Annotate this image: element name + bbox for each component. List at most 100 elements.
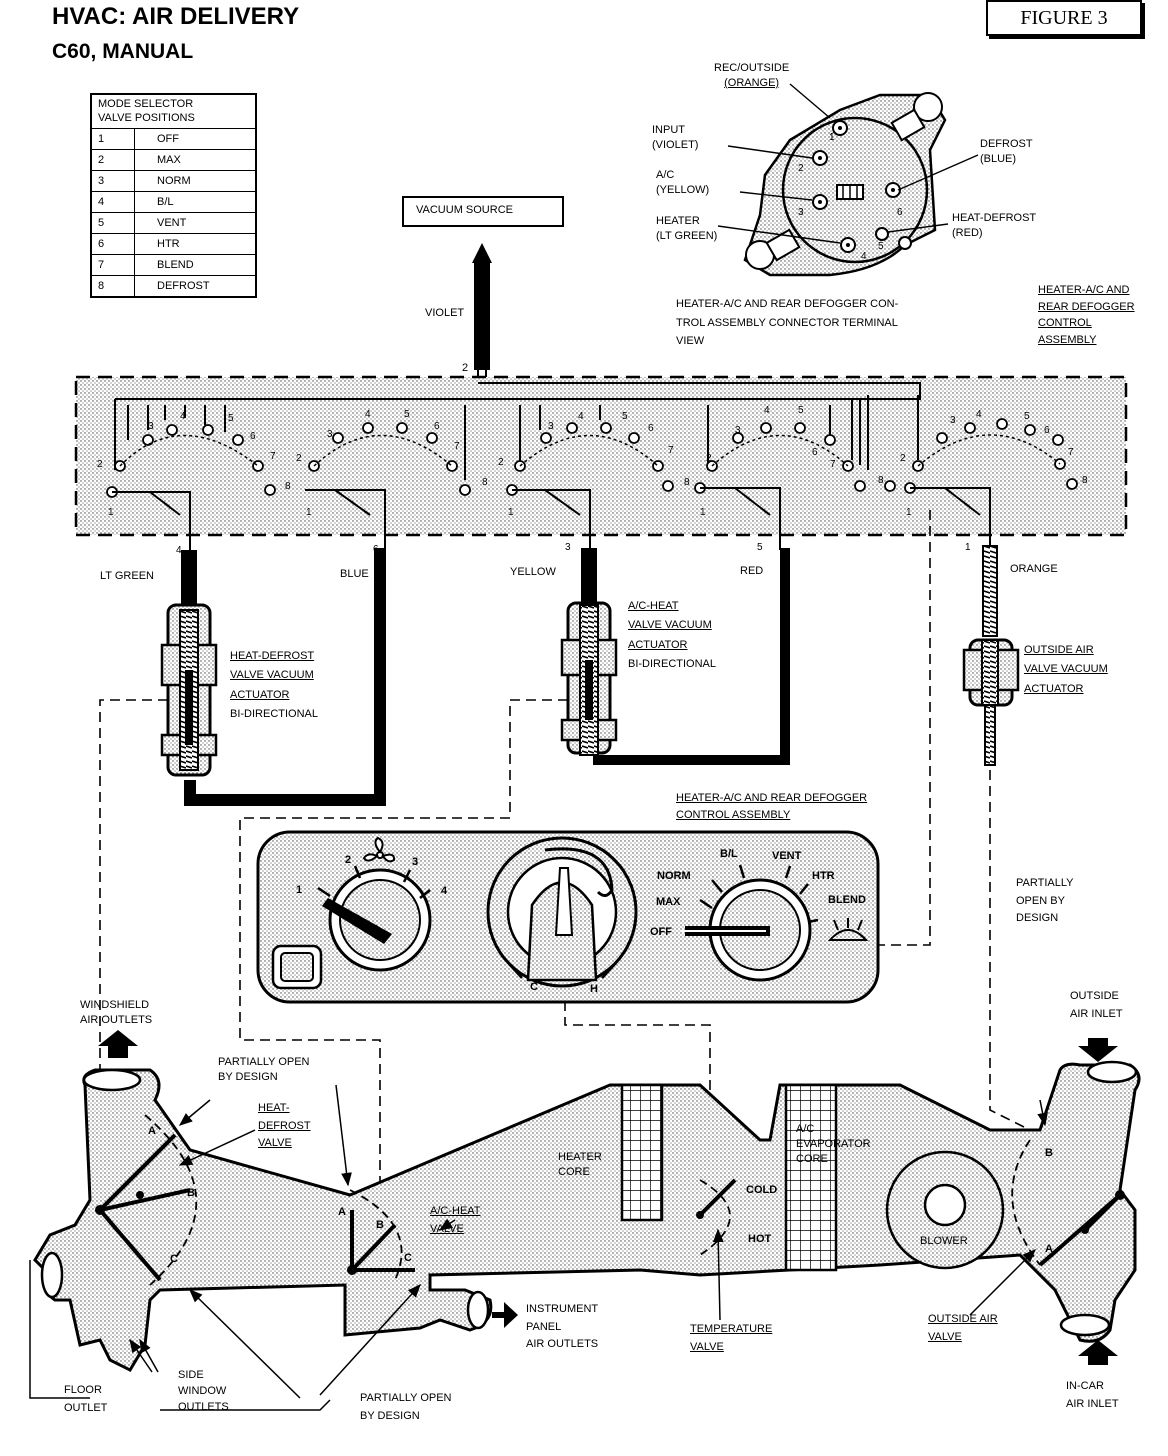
valve-number: 2	[706, 453, 712, 464]
mode-bl: B/L	[720, 848, 738, 860]
blower-label: BLOWER	[920, 1235, 968, 1247]
fan-position-3: 3	[412, 856, 419, 868]
valve-number: 7	[668, 445, 674, 456]
door-b-right: B	[1045, 1147, 1053, 1159]
mode-number: 4	[90, 190, 135, 213]
mode-vent: VENT	[772, 850, 802, 862]
fan-position-1: 1	[296, 884, 303, 896]
pin-6: 6	[897, 207, 903, 218]
mode-name: MAX	[134, 148, 257, 171]
valve-number: 3	[548, 421, 554, 432]
fan-icon	[362, 836, 396, 863]
floor-bracket	[29, 1260, 331, 1411]
pin-2: 2	[798, 163, 804, 174]
valve-number: 1	[108, 507, 114, 518]
valve-number: 8	[285, 481, 291, 492]
control-panel	[256, 830, 880, 1004]
mode-number: 3	[90, 169, 135, 192]
mode-name: OFF	[134, 127, 257, 150]
valve-number: 7	[1068, 447, 1074, 458]
mode-number: 1	[90, 127, 135, 150]
orange-hose-label: ORANGE	[1010, 563, 1058, 575]
valve-number: 4	[764, 405, 770, 416]
valve-number: 3	[327, 429, 333, 440]
defrost-icon	[827, 918, 869, 941]
valve-group-2	[506, 422, 866, 496]
valve-number: 8	[684, 477, 690, 488]
valve-number: 8	[878, 475, 884, 486]
connector-terminal-view	[717, 83, 979, 277]
valve-number: 4	[578, 411, 584, 422]
valve-number: 5	[798, 405, 804, 416]
mode-number: 5	[90, 211, 135, 234]
heat-defrost-label: HEAT-DEFROST(RED)	[952, 212, 1037, 239]
valve-number: 6	[434, 421, 440, 432]
valve-number: 4	[180, 411, 186, 422]
mode-blend: BLEND	[828, 894, 866, 906]
fan-position-2: 2	[345, 854, 352, 866]
yellow-hose-label: YELLOW	[510, 566, 556, 578]
red-hose-number: 5	[757, 542, 763, 553]
valve-number: 2	[900, 453, 906, 464]
mode-norm: NORM	[657, 870, 691, 882]
pin-5: 5	[878, 241, 884, 252]
pin-3: 3	[798, 207, 804, 218]
valve-number: 5	[228, 413, 234, 424]
page-subtitle: C60, MANUAL	[52, 40, 194, 63]
mode-name: HTR	[134, 232, 257, 255]
blue-hose-label: BLUE	[340, 568, 369, 580]
leader-arrows	[129, 1084, 1048, 1399]
heat-defrost-actuator	[160, 603, 218, 777]
violet-hose-number: 2	[462, 362, 469, 374]
yellow-hose-number: 3	[565, 542, 571, 553]
mode-number: 2	[90, 148, 135, 171]
defrost-label: DEFROST(BLUE)	[980, 138, 1033, 165]
door-a-left: A	[148, 1125, 156, 1137]
valve-number: 3	[950, 415, 956, 426]
pin-1: 1	[829, 132, 835, 143]
red-hose-label: RED	[740, 565, 764, 577]
valve-number: 3	[735, 425, 741, 436]
mode-name: NORM	[134, 169, 257, 192]
valve-number: 7	[454, 441, 460, 452]
valve-number: 5	[404, 409, 410, 420]
valve-number: 1	[508, 507, 514, 518]
outside-air-actuator	[962, 638, 1020, 766]
mode-number: 6	[90, 232, 135, 255]
valve-number: 4	[365, 409, 371, 420]
valve-number: 7	[270, 451, 276, 462]
page-title: HVAC: AIR DELIVERY	[52, 3, 300, 30]
door-a-right: A	[1045, 1243, 1053, 1255]
door-c-mid: C	[404, 1252, 412, 1264]
airflow-arrows	[98, 1030, 1118, 1365]
valve-number: 6	[812, 447, 818, 458]
door-a-mid: A	[338, 1206, 346, 1218]
valve-number: 1	[906, 507, 912, 518]
fan-position-4: 4	[441, 885, 448, 897]
figure-label: FIGURE 3	[986, 0, 1142, 36]
mode-name: DEFROST	[134, 274, 257, 298]
valve-number: 1	[700, 507, 706, 518]
valve-number: 8	[1082, 475, 1088, 486]
mode-name: B/L	[134, 190, 257, 213]
